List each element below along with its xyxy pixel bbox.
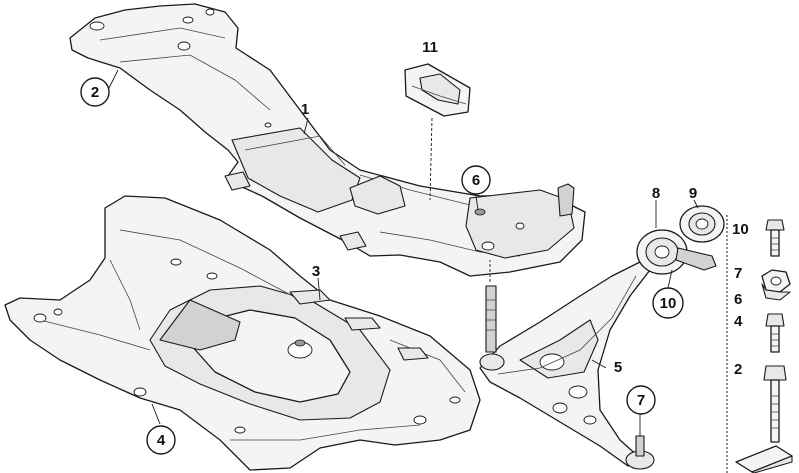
leader-lines <box>107 69 699 436</box>
bracket-part <box>404 63 471 117</box>
callout-6: 6 <box>461 165 491 195</box>
callout-label: 10 <box>660 295 677 312</box>
legend-item-4: 4 <box>734 313 785 353</box>
callout-label: 1 <box>301 101 309 118</box>
legend-number: 2 <box>734 361 742 378</box>
callout-label: 6 <box>472 172 480 189</box>
callout-label: 9 <box>689 185 697 202</box>
callout-2: 2 <box>80 77 110 107</box>
callout-label: 7 <box>637 392 645 409</box>
callout-4: 4 <box>146 425 176 455</box>
callout-8: 8 <box>652 185 660 202</box>
hex-nut-icon <box>761 269 791 301</box>
legend-number: 4 <box>734 313 743 330</box>
legend-number: 7 <box>734 265 742 282</box>
callout-7: 7 <box>626 385 656 415</box>
legend-number: 10 <box>732 221 749 238</box>
arrow-tag-icon <box>735 445 793 473</box>
callout-label: 5 <box>614 359 622 376</box>
long-bolt-icon <box>763 365 787 443</box>
callout-10: 10 <box>652 287 684 319</box>
callout-label: 3 <box>312 263 320 280</box>
legend-item-2: 2 <box>734 361 787 443</box>
underbody-plate <box>4 195 481 471</box>
callout-11: 11 <box>422 39 438 56</box>
fastener-legend: 10 7 6 4 2 <box>726 215 793 473</box>
callout-label: 11 <box>422 39 438 56</box>
control-arm <box>479 261 655 470</box>
short-bolt-icon <box>765 313 785 353</box>
callout-1: 1 <box>301 101 309 118</box>
callout-5: 5 <box>614 359 622 376</box>
callout-9: 9 <box>689 185 697 202</box>
legend-item-7: 7 6 <box>734 265 791 308</box>
callout-label: 8 <box>652 185 660 202</box>
legend-item-10: 10 <box>732 219 785 257</box>
axle-carrier <box>69 3 586 277</box>
callout-3: 3 <box>312 263 320 280</box>
callout-label: 2 <box>91 84 99 101</box>
callout-label: 4 <box>157 432 166 449</box>
bolt-icon <box>765 219 785 257</box>
bushing-set <box>636 205 725 275</box>
legend-number: 6 <box>734 291 742 308</box>
